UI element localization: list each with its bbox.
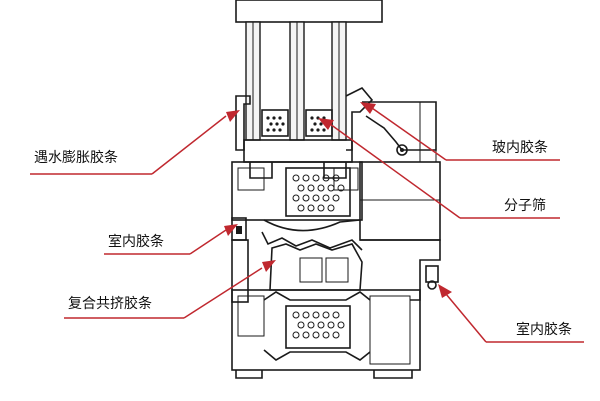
glass-unit — [235, 0, 383, 141]
leader-indoor-strip-right — [438, 284, 584, 343]
label-indoor-strip-right: 室内胶条 — [516, 321, 572, 338]
foam-dots-upper — [292, 174, 345, 212]
leader-indoor-strip-left — [104, 224, 238, 255]
label-molecular-sieve: 分子筛 — [504, 198, 546, 214]
frame-profile — [231, 289, 421, 379]
label-swelling-strip: 遇水膨胀胶条 — [34, 149, 118, 166]
leader-swelling-strip — [30, 110, 240, 175]
leader-molecular-sieve — [318, 118, 560, 219]
right-frame — [359, 101, 441, 241]
leader-glass-strip — [360, 102, 560, 161]
leader-coextruded-strip — [64, 260, 276, 319]
foam-dots-lower — [292, 311, 345, 339]
spacer-bar-left — [261, 109, 289, 137]
sash-profile — [231, 87, 437, 251]
label-indoor-strip-left: 室内胶条 — [108, 233, 164, 250]
label-coextruded-strip: 复合共挤胶条 — [68, 295, 152, 312]
label-glass-strip: 玻内胶条 — [492, 139, 548, 156]
middle-profile — [231, 239, 441, 303]
